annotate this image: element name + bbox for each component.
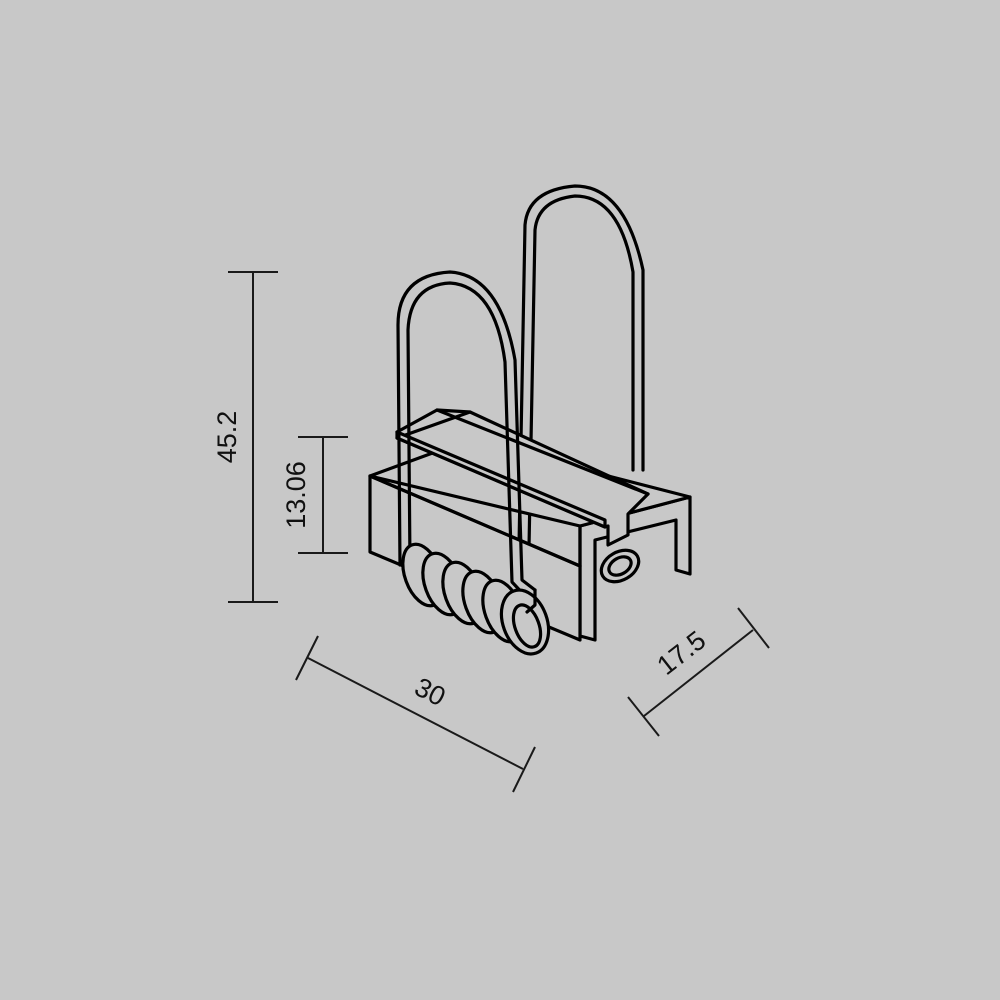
length-label: 30: [410, 672, 450, 712]
dimension-body-height: 13.06: [281, 436, 348, 554]
dimension-width: 17.5: [627, 607, 770, 737]
total-height-label: 45.2: [212, 411, 242, 464]
dimension-total-height: 45.2: [212, 271, 278, 603]
front-wire-loop: [396, 270, 537, 600]
dimension-length: 30: [295, 635, 536, 793]
front-spring: [401, 542, 551, 656]
body-height-label: 13.06: [281, 461, 311, 529]
rear-spring-coil: [599, 548, 641, 584]
spring-clip-illustration: [368, 184, 692, 656]
width-label: 17.5: [652, 625, 712, 681]
rear-wire-loop: [516, 184, 645, 602]
